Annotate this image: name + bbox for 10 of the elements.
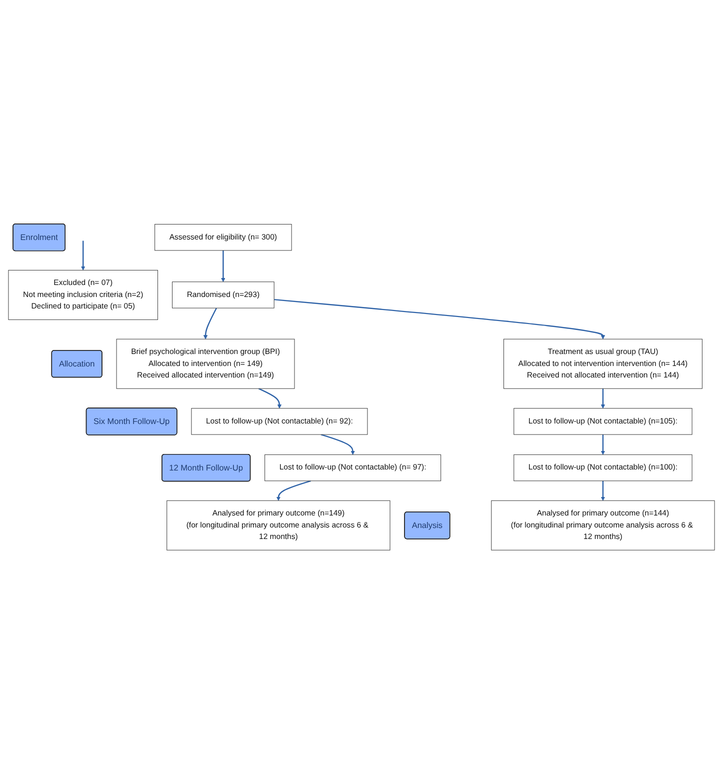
arrow — [276, 480, 311, 500]
arrow — [320, 433, 355, 454]
arrow — [258, 388, 282, 408]
arrow — [600, 434, 606, 454]
arrow — [80, 240, 86, 270]
arrow — [203, 307, 217, 339]
arrow — [600, 388, 606, 408]
arrow — [274, 298, 606, 339]
arrow — [221, 250, 226, 282]
arrow — [600, 480, 606, 500]
